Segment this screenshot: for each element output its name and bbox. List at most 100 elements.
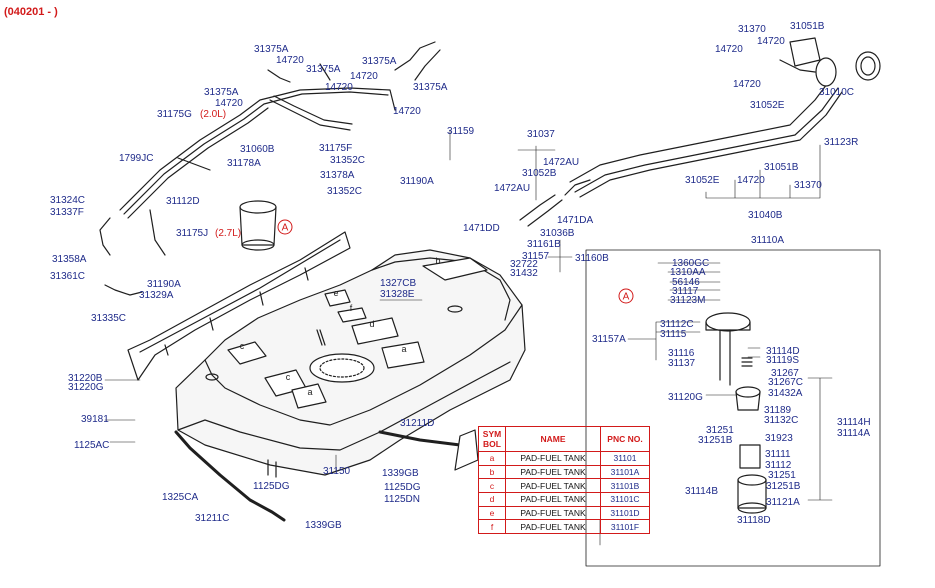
part-number-label[interactable]: 31112 <box>765 460 792 471</box>
part-number-label[interactable]: 31115 <box>660 329 687 340</box>
part-number-label[interactable]: 14720 <box>325 82 353 93</box>
part-number-label[interactable]: 31175J <box>176 228 209 239</box>
part-number-label[interactable]: 31110A <box>751 235 784 246</box>
part-number-label[interactable]: 31060B <box>240 144 275 155</box>
part-number-label[interactable]: 31114A <box>837 428 870 439</box>
part-number-label[interactable]: 31358A <box>52 254 87 265</box>
part-number-label[interactable]: 1339GB <box>382 468 419 479</box>
part-number-label[interactable]: 14720 <box>276 55 304 66</box>
part-number-label[interactable]: 31111 <box>765 449 791 460</box>
part-number-label[interactable]: 31251B <box>766 481 801 492</box>
part-number-label[interactable]: 31120G <box>668 392 703 403</box>
part-number-label[interactable]: 1125DG <box>253 481 290 492</box>
part-number-label[interactable]: 31037 <box>527 129 555 140</box>
part-number-label[interactable]: 31375A <box>362 56 397 67</box>
legend-pnc[interactable]: 31101F <box>600 519 650 534</box>
part-number-label[interactable]: 31114B <box>685 486 718 497</box>
part-number-label[interactable]: 31375A <box>254 44 289 55</box>
part-number-label[interactable]: 31114H <box>837 417 871 428</box>
part-number-label[interactable]: 14720 <box>393 106 421 117</box>
part-number-label[interactable]: 31923 <box>765 433 793 444</box>
part-number-label[interactable]: 31220B <box>68 373 103 384</box>
part-number-label[interactable]: 31051B <box>764 162 799 173</box>
part-number-label[interactable]: 31157A <box>592 334 626 345</box>
part-number-label[interactable]: 31119S <box>766 355 799 366</box>
part-number-label[interactable]: 14720 <box>757 36 785 47</box>
part-number-label[interactable]: 31370 <box>794 180 822 191</box>
part-number-label[interactable]: 31052E <box>750 100 785 111</box>
legend-pnc[interactable]: 31101C <box>600 491 650 507</box>
part-number-label[interactable]: 1125DN <box>384 494 420 505</box>
legend-pnc[interactable]: 31101D <box>600 505 650 521</box>
part-number-label[interactable]: 31211D <box>400 418 435 429</box>
part-number-label[interactable]: 14720 <box>733 79 761 90</box>
part-number-label[interactable]: 31123R <box>824 137 859 148</box>
part-number-label[interactable]: 31052E <box>685 175 720 186</box>
part-number-label[interactable]: 31251B <box>698 435 733 446</box>
part-number-label[interactable]: 1471DA <box>557 215 594 226</box>
part-number-label[interactable]: 31137 <box>668 358 696 369</box>
part-number-label[interactable]: 31036B <box>540 228 575 239</box>
part-number-label[interactable]: 31190A <box>147 279 181 290</box>
part-number-label[interactable]: 31159 <box>447 126 475 137</box>
part-number-label[interactable]: 31112C <box>660 319 694 330</box>
part-number-label[interactable]: 31378A <box>320 170 355 181</box>
part-number-label[interactable]: 31117 <box>672 286 699 297</box>
part-number-label[interactable]: 1360GC <box>672 258 710 269</box>
part-number-label[interactable]: 31178A <box>227 158 261 169</box>
part-number-label[interactable]: 31051B <box>790 21 825 32</box>
part-number-label[interactable]: 31329A <box>139 290 174 301</box>
part-number-label[interactable]: 31251 <box>768 470 796 481</box>
part-number-label[interactable]: 1310AA <box>670 267 706 278</box>
part-number-label[interactable]: 31432 <box>510 268 538 279</box>
part-number-label[interactable]: 31150 <box>323 466 351 477</box>
part-number-label[interactable]: 31118D <box>737 515 771 526</box>
legend-pnc[interactable]: 31101 <box>600 451 650 466</box>
part-number-label[interactable]: 31116 <box>668 348 695 359</box>
part-number-label[interactable]: 31211C <box>195 513 230 524</box>
part-number-label[interactable]: 1339GB <box>305 520 342 531</box>
part-number-label[interactable]: 31123M <box>670 295 706 306</box>
part-number-label[interactable]: 14720 <box>715 44 743 55</box>
part-number-label[interactable]: 31432A <box>768 388 803 399</box>
part-number-label[interactable]: 31361C <box>50 271 86 282</box>
part-number-label[interactable]: 1471DD <box>463 223 500 234</box>
part-number-label[interactable]: 31328E <box>380 289 415 300</box>
part-number-label[interactable]: 31160B <box>575 253 609 264</box>
part-number-label[interactable]: 31337F <box>50 207 84 218</box>
part-number-label[interactable]: 1327CB <box>380 278 417 289</box>
part-number-label[interactable]: 31112D <box>166 196 200 207</box>
part-number-label[interactable]: 31132C <box>764 415 799 426</box>
legend-pnc[interactable]: 31101B <box>600 478 650 493</box>
part-number-label[interactable]: 31267 <box>771 368 799 379</box>
part-number-label[interactable]: 1472AU <box>494 183 531 194</box>
part-number-label[interactable]: 31352C <box>327 186 363 197</box>
part-number-label[interactable]: 1125AC <box>74 440 110 451</box>
part-number-label[interactable]: 31370 <box>738 24 766 35</box>
part-number-label[interactable]: 31220G <box>68 382 104 393</box>
part-number-label[interactable]: 31114D <box>766 346 800 357</box>
legend-pnc[interactable]: 31101A <box>600 464 650 480</box>
part-number-label[interactable]: 31175G <box>157 109 192 120</box>
part-number-label[interactable]: 31175F <box>319 143 353 154</box>
part-number-label[interactable]: 31324C <box>50 195 86 206</box>
part-number-label[interactable]: 1799JC <box>119 153 154 164</box>
part-number-label[interactable]: 31375A <box>413 82 448 93</box>
part-number-label[interactable]: 31375A <box>306 64 341 75</box>
part-number-label[interactable]: 31189 <box>764 405 792 416</box>
part-number-label[interactable]: 31157 <box>522 251 550 262</box>
part-number-label[interactable]: 31267C <box>768 377 804 388</box>
part-number-label[interactable]: 31335C <box>91 313 127 324</box>
part-number-label[interactable]: 56146 <box>672 277 700 288</box>
part-number-label[interactable]: 31161B <box>527 239 561 250</box>
part-number-label[interactable]: 1325CA <box>162 492 199 503</box>
part-number-label[interactable]: 14720 <box>737 175 765 186</box>
part-number-label[interactable]: 32722 <box>510 259 538 270</box>
part-number-label[interactable]: 31190A <box>400 176 434 187</box>
part-number-label[interactable]: 1472AU <box>543 157 580 168</box>
part-number-label[interactable]: 39181 <box>81 414 109 425</box>
part-number-label[interactable]: 14720 <box>350 71 378 82</box>
part-number-label[interactable]: 31251 <box>706 425 734 436</box>
part-number-label[interactable]: 31040B <box>748 210 783 221</box>
part-number-label[interactable]: 31121A <box>766 497 800 508</box>
